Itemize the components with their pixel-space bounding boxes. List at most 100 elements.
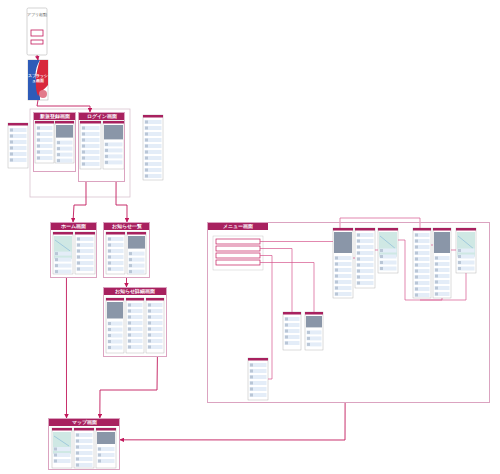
list-icon	[37, 139, 40, 142]
list-icon	[415, 246, 418, 249]
list-row	[307, 330, 322, 334]
list-icon	[37, 151, 40, 154]
list-icon	[357, 240, 360, 243]
list-row	[57, 141, 73, 145]
list-row	[129, 270, 145, 274]
list-row	[145, 150, 162, 154]
list-icon	[435, 263, 438, 266]
map-area	[379, 232, 397, 257]
screen-thumbnail	[126, 298, 144, 353]
transition-wire	[340, 218, 420, 228]
list-icon	[148, 304, 151, 307]
list-row	[82, 132, 100, 136]
transition-wire	[260, 256, 272, 380]
screen-frame	[413, 228, 431, 298]
list-row	[108, 340, 123, 344]
screen-thumbnail	[52, 428, 72, 468]
photo-area	[334, 232, 352, 253]
transition-arrow	[126, 278, 127, 287]
list-row	[357, 239, 374, 243]
list-row	[380, 261, 397, 265]
list-icon	[82, 127, 85, 130]
list-row	[54, 453, 71, 457]
screen-thumbnail	[456, 228, 476, 273]
screen-thumbnail	[355, 228, 375, 288]
list-icon	[54, 460, 57, 463]
list-row	[37, 138, 53, 142]
screen-header-bar	[35, 121, 54, 124]
list-icon	[128, 346, 131, 349]
transition-arrow	[66, 278, 67, 418]
screen-header-bar	[96, 428, 116, 431]
list-icon	[415, 294, 418, 297]
transition-arrow	[116, 182, 127, 222]
list-icon	[148, 316, 151, 319]
screen-header-bar	[333, 228, 353, 231]
list-icon	[129, 258, 132, 261]
list-icon	[129, 264, 132, 267]
transition-arrow	[37, 100, 90, 112]
list-icon	[335, 269, 338, 272]
transition-wire	[375, 250, 378, 251]
list-icon	[57, 153, 60, 156]
list-row	[10, 152, 27, 156]
list-row	[357, 245, 374, 249]
screen-thumbnail	[103, 121, 124, 169]
screen-frame	[283, 312, 301, 350]
list-row	[10, 134, 27, 138]
list-icon	[435, 269, 438, 272]
list-icon	[145, 169, 148, 172]
screen-frame	[146, 298, 164, 353]
list-row	[128, 339, 143, 343]
list-row	[128, 303, 143, 307]
screen-thumbnail	[106, 232, 125, 274]
list-icon	[57, 159, 60, 162]
list-icon	[307, 343, 310, 346]
list-icon	[129, 270, 132, 273]
list-row	[55, 258, 72, 262]
list-row	[108, 267, 124, 271]
screen-frame	[53, 232, 73, 274]
phone-node: アプリ起動	[27, 8, 47, 55]
menu-row	[216, 253, 260, 258]
list-icon	[145, 175, 148, 178]
list-row	[357, 233, 374, 237]
list-icon	[250, 376, 253, 379]
screen-frame	[248, 358, 268, 400]
list-row	[77, 249, 94, 253]
list-row	[82, 156, 100, 160]
list-icon	[55, 252, 58, 255]
screen-header-bar	[52, 428, 72, 431]
list-row	[98, 459, 115, 463]
photo-area	[104, 125, 123, 139]
list-icon	[357, 246, 360, 249]
list-row	[37, 150, 53, 154]
list-icon	[55, 270, 58, 273]
list-row	[458, 249, 475, 253]
list-icon	[76, 434, 79, 437]
list-row	[145, 156, 162, 160]
list-icon	[335, 281, 338, 284]
list-row	[37, 132, 53, 136]
list-icon	[54, 448, 57, 451]
screen-frame	[80, 121, 101, 169]
list-icon	[108, 268, 111, 271]
list-row	[285, 329, 300, 333]
list-icon	[415, 234, 418, 237]
list-icon	[76, 452, 79, 455]
list-icon	[250, 382, 253, 385]
list-icon	[128, 322, 131, 325]
photo-area	[56, 125, 73, 138]
list-row	[335, 262, 352, 266]
list-icon	[128, 310, 131, 313]
map-road	[54, 436, 69, 446]
list-icon	[77, 268, 80, 271]
list-icon	[98, 460, 101, 463]
list-icon	[82, 145, 85, 148]
screen-frame	[355, 228, 375, 288]
list-row	[357, 281, 374, 285]
screen-group: マップ画面	[48, 418, 120, 470]
list-icon	[128, 328, 131, 331]
list-row	[145, 132, 162, 136]
screen-thumbnail	[53, 232, 73, 274]
